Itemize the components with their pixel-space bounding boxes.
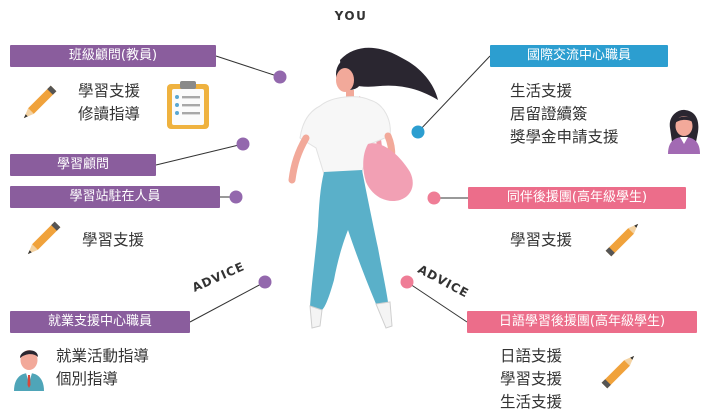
- item-text: 修讀指導: [78, 105, 141, 123]
- label-class-advisor: 班級顧問(教員): [10, 45, 216, 67]
- connector-dot: [400, 275, 414, 289]
- japanese-study-items: 日語支援 學習支援 生活支援: [500, 345, 562, 414]
- connector-dot: [258, 275, 272, 289]
- connector-dot: [273, 70, 287, 84]
- item-text: 就業活動指導: [56, 347, 150, 365]
- career-center-items: 就業活動指導 個別指導: [56, 345, 149, 391]
- pencil-icon: [601, 355, 635, 389]
- item-text: 生活支援: [500, 393, 563, 411]
- item-text: 學習支援: [82, 231, 145, 249]
- connector-dot: [411, 125, 425, 139]
- item-text: 學習支援: [510, 231, 573, 249]
- study-station-items: 學習支援: [82, 229, 144, 252]
- label-career-center-staff: 就業支援中心職員: [10, 311, 190, 333]
- label-study-station-staff: 學習站駐在人員: [10, 186, 220, 208]
- item-text: 學習支援: [500, 370, 563, 388]
- clipboard-icon: [167, 81, 209, 129]
- label-intl-exchange-staff: 國際交流中心職員: [490, 45, 668, 67]
- item-text: 獎學金申請支援: [510, 128, 619, 146]
- intl-exchange-items: 生活支援 居留證續簽 獎學金申請支援: [510, 80, 619, 149]
- label-japanese-study-support: 日語學習後援團(高年級學生): [467, 311, 697, 333]
- label-peer-support: 同伴後援團(高年級學生): [468, 187, 686, 209]
- connector-dot: [236, 137, 250, 151]
- class-advisor-items: 學習支援 修讀指導: [78, 80, 140, 126]
- female-staff-icon: [668, 109, 700, 154]
- pencil-icon: [23, 85, 57, 119]
- label-study-advisor: 學習顧問: [10, 154, 156, 176]
- peer-support-items: 學習支援: [510, 229, 572, 252]
- you-title: YOU: [334, 9, 368, 23]
- connector-dot: [229, 190, 243, 204]
- item-text: 個別指導: [56, 370, 119, 388]
- pencil-icon: [27, 221, 61, 255]
- student-figure-icon: [288, 47, 438, 329]
- connector-dot: [427, 191, 441, 205]
- pencil-icon: [605, 223, 639, 257]
- item-text: 學習支援: [78, 82, 141, 100]
- item-text: 居留證續簽: [510, 105, 588, 123]
- item-text: 日語支援: [500, 347, 563, 365]
- item-text: 生活支援: [510, 82, 573, 100]
- male-staff-icon: [14, 350, 44, 391]
